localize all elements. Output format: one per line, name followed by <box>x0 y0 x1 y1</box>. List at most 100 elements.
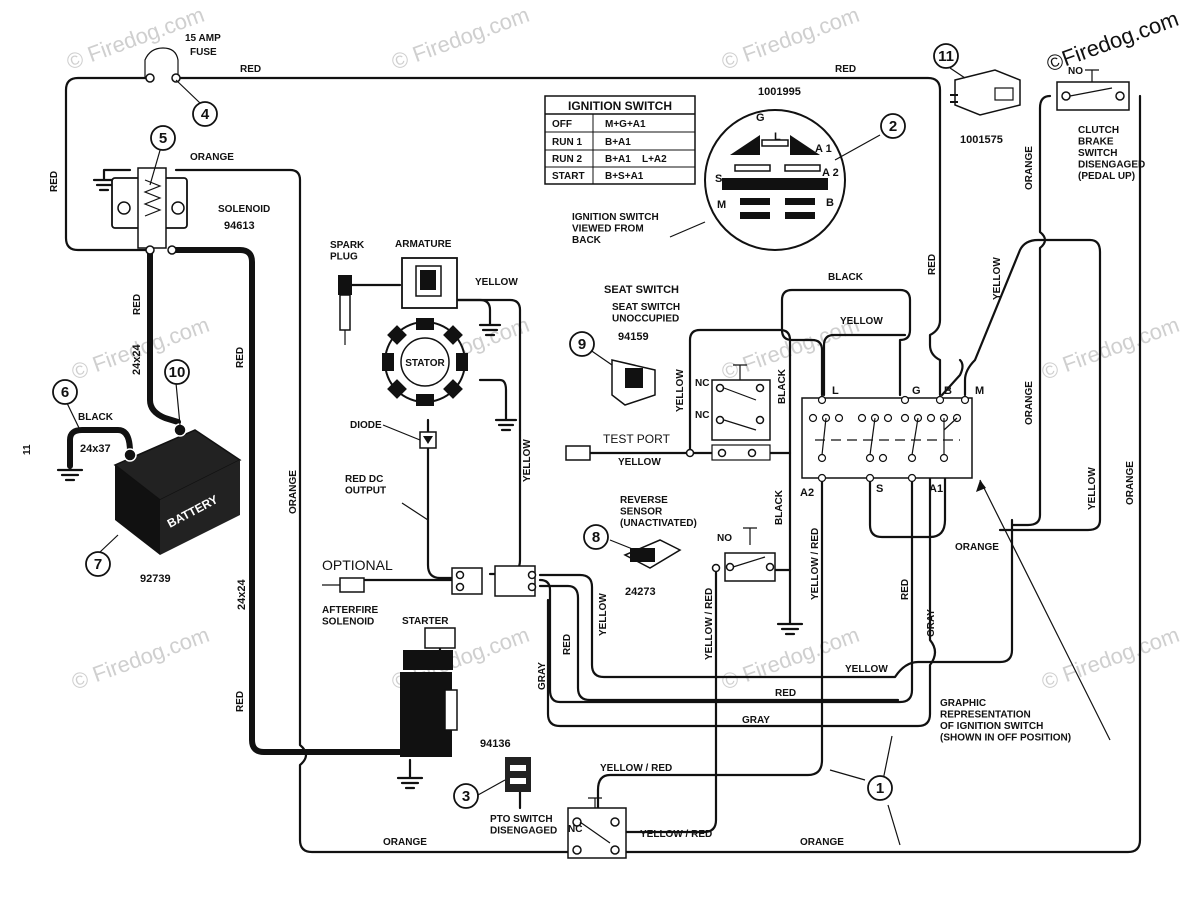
ground-icon <box>396 773 424 790</box>
seat-nc-label: NC <box>695 410 709 421</box>
ign-row-pos: RUN 2 <box>552 154 582 165</box>
ignition-switch-back: 1001995 G L A 1 S A 2 M B IGNITION SWITC… <box>572 86 846 251</box>
graphic-terminal-label: M <box>975 385 984 397</box>
wire-label-red: RED <box>132 294 143 315</box>
callout-number: 1 <box>876 780 884 797</box>
wire-label-yellow: YELLOW <box>522 439 533 482</box>
starter-label: STARTER <box>402 616 449 627</box>
wire-label-red: RED <box>49 171 60 192</box>
graphic-terminal-label: A1 <box>929 483 943 495</box>
ign-row-pos: START <box>552 171 585 182</box>
plug-part-number: 1001575 <box>960 134 1003 146</box>
ign-row-circuit: B+S+A1 <box>605 171 644 182</box>
callout-markers: 1 2 3 4 5 6 7 8 9 10 11 <box>52 43 959 809</box>
wire-label-yellow: YELLOW <box>1087 467 1098 510</box>
fuse-amp-label: 15 AMP <box>185 33 221 44</box>
wire-label-black: BLACK <box>828 272 864 283</box>
wire-label-red: RED <box>775 688 796 699</box>
ign-terminal-label: A 2 <box>822 167 839 179</box>
wire-label-yellow-red: YELLOW / RED <box>810 528 821 600</box>
pto-nc-label: NC <box>568 824 582 835</box>
watermark: © Firedog.com <box>1038 312 1180 385</box>
wire-label-orange: ORANGE <box>383 837 427 848</box>
wire-label-orange: ORANGE <box>1024 381 1035 425</box>
wire-label-yellow: YELLOW <box>845 664 888 675</box>
fuse-terminal <box>171 73 181 83</box>
ign-terminal-label: G <box>756 112 765 124</box>
connector-plug: 1001575 <box>950 69 1021 146</box>
reverse-sensor-part: 24273 <box>625 586 656 598</box>
wire-label-yellow: YELLOW <box>840 316 883 327</box>
ign-row-circuit: B+A1 L+A2 <box>605 154 667 165</box>
wire-label-orange: ORANGE <box>288 470 299 514</box>
wire-label-yellow: YELLOW <box>475 277 518 288</box>
ground-symbols <box>56 168 804 790</box>
battery-ground-cable-label: BLACK <box>78 412 114 423</box>
optional-label: OPTIONAL <box>322 557 393 573</box>
battery: BATTERY 92739 BLACK 24x37 24x24 24x24 <box>78 344 248 610</box>
test-port-label: TEST PORT <box>603 432 671 446</box>
wire-label-red: RED <box>927 254 938 275</box>
callout-number: 7 <box>94 556 102 573</box>
armature-label: ARMATURE <box>395 239 452 250</box>
ground-icon <box>92 168 132 192</box>
battery-part-number: 92739 <box>140 573 171 585</box>
wire-labels: RED RED RED ORANGE RED RED ORANGE RED OR… <box>49 64 1136 848</box>
side-mark: 11 <box>22 444 33 455</box>
stator-label: STATOR <box>405 358 445 369</box>
brand-watermark: ©Firedog.com <box>1043 6 1180 77</box>
callout-number: 10 <box>169 364 186 381</box>
ground-icon <box>56 464 84 482</box>
graphic-terminal-label: B <box>944 385 952 397</box>
wire-label-gray: GRAY <box>742 715 770 726</box>
callout-number: 3 <box>462 788 470 805</box>
solenoid: SOLENOID 94613 <box>111 167 270 255</box>
wire-label-yellow-red: YELLOW / RED <box>640 829 712 840</box>
wire-label-red: RED <box>900 579 911 600</box>
watermark: © Firedog.com <box>1038 622 1180 695</box>
ign-row-pos: RUN 1 <box>552 137 582 148</box>
ground-icon <box>776 618 804 636</box>
fuse-terminal <box>145 73 155 83</box>
ign-terminal-label: M <box>717 199 726 211</box>
wire-label-orange: ORANGE <box>800 837 844 848</box>
wire-label-orange: ORANGE <box>190 152 234 163</box>
ground-icon <box>478 318 502 337</box>
callout-number: 4 <box>201 106 210 123</box>
reverse-no-label: NO <box>717 533 732 544</box>
wire-label-red: RED <box>235 691 246 712</box>
wire-label-gray: GRAY <box>537 662 548 690</box>
wire-label-yellow: YELLOW <box>618 457 661 468</box>
ign-terminal-label: B <box>826 197 834 209</box>
test-port: TEST PORT <box>565 432 671 461</box>
fuse: 15 AMP FUSE <box>144 33 221 83</box>
wire-label-gray: GRAY <box>926 609 937 637</box>
wire-label-orange: ORANGE <box>1024 146 1035 190</box>
ground-icon <box>494 413 518 432</box>
graphic-terminal-label: L <box>832 385 839 397</box>
wire-label-yellow-red: YELLOW / RED <box>704 588 715 660</box>
ign-row-circuit: M+G+A1 <box>605 119 646 130</box>
ignition-table-title: IGNITION SWITCH <box>568 99 672 113</box>
wire-label-yellow-red: YELLOW / RED <box>600 763 672 774</box>
wire-label-yellow: YELLOW <box>992 257 1003 300</box>
callout-number: 9 <box>578 336 586 353</box>
wire-label-red: RED <box>562 634 573 655</box>
starter: STARTER <box>400 616 458 757</box>
fuse-label: FUSE <box>190 47 217 58</box>
watermark: © Firedog.com <box>388 2 532 75</box>
solenoid-label: SOLENOID <box>218 204 270 215</box>
wire-label-black: BLACK <box>774 489 785 525</box>
wire-label-red: RED <box>240 64 261 75</box>
wire-label-orange: ORANGE <box>1125 461 1136 505</box>
